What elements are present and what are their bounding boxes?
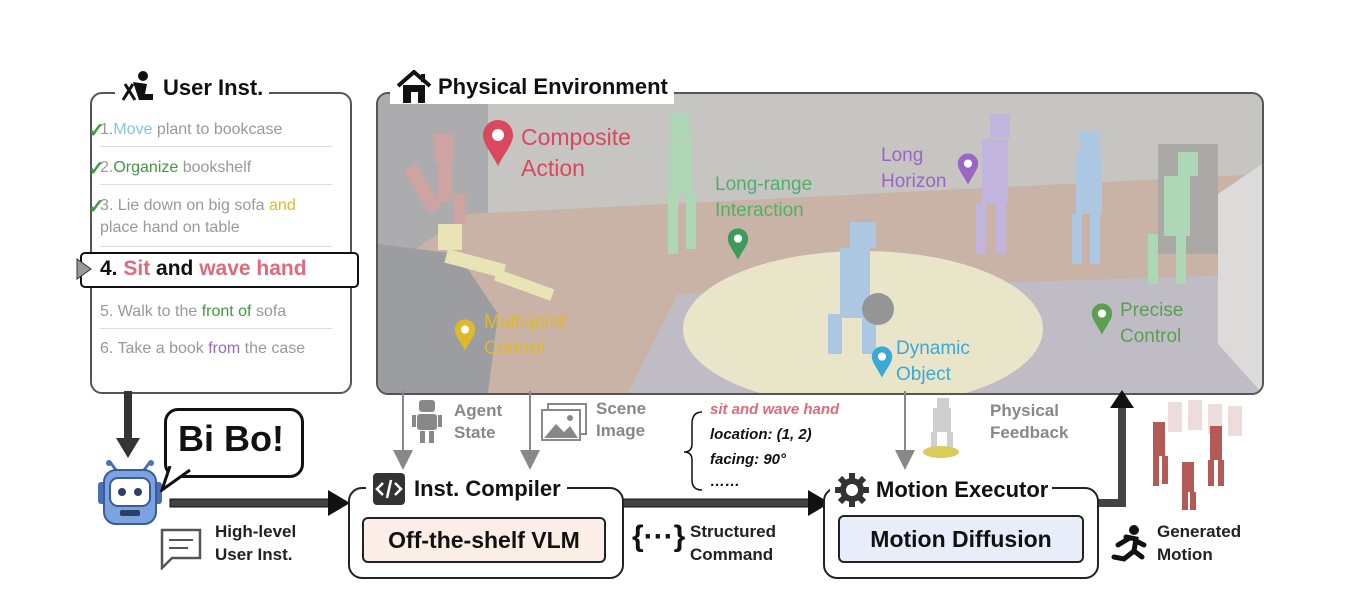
chat-icon [160,528,202,570]
divider [100,146,332,147]
instruction-item-6: 6. Take a book from the case [100,340,306,357]
code-icon [373,473,405,505]
user-inst-title: User Inst. [163,75,264,100]
gear-icon [835,473,869,507]
divider [100,184,332,185]
braces-icon: {···} [632,520,686,553]
speech-bubble-tail [160,466,191,492]
compiler-title: Inst. Compiler [414,476,561,501]
compiler-header: Inst. Compiler [366,472,567,506]
instruction-item-1: 1.Move plant to bookcase [100,121,283,138]
yellow-figure [438,224,555,301]
pin-icon [957,153,979,185]
motion-frames-image [1153,400,1242,510]
command-line-2: location: (1, 2) [710,426,812,443]
instruction-item-4: 4. Sit and wave hand [100,257,307,280]
pin-icon [454,319,476,351]
instruction-item-3: 3. Lie down on big sofa and place hand o… [100,197,296,236]
image-icon [541,403,587,441]
purple-figure [976,114,1010,254]
vlm-box: Off-the-shelf VLM [362,517,606,563]
instruction-item-5: 5. Walk to the front of sofa [100,303,287,320]
command-line-1: sit and wave hand [710,401,840,418]
pin-icon [727,228,749,260]
robot-icon [98,460,162,525]
pin-icon [1091,303,1113,335]
physical-feedback-icon [923,398,959,458]
check-icon: ✓ [88,120,105,142]
green-figure-right [1148,152,1198,284]
divider [100,246,332,247]
divider [100,328,332,329]
environment-header: Physical Environment [390,70,674,104]
robot-agent-icon [412,400,442,443]
command-line-4: …… [710,473,740,490]
instruction-item-2: 2.Organize bookshelf [100,159,252,176]
command-line-3: facing: 90° [710,451,787,468]
pin-icon [871,346,893,378]
blue-figure-center [828,222,894,354]
speech-text: Bi Bo! [178,418,284,459]
environment-title: Physical Environment [438,74,668,99]
executor-header: Motion Executor [830,472,1053,508]
current-instruction-box[interactable] [80,252,359,288]
running-person-icon [1111,525,1147,562]
pointer-triangle-icon [76,258,92,280]
red-figure [403,134,465,224]
blue-figure-right [1072,132,1102,264]
pin-icon [483,120,513,166]
diffusion-box: Motion Diffusion [838,515,1084,563]
check-icon: ✓ [88,196,105,218]
speech-bubble [164,408,304,478]
home-icon [396,70,432,103]
executor-title: Motion Executor [876,477,1049,502]
user-inst-header: User Inst. [115,70,270,106]
person-sitting-icon [121,71,153,101]
green-figure-left [668,114,696,254]
check-icon: ✓ [88,158,105,180]
